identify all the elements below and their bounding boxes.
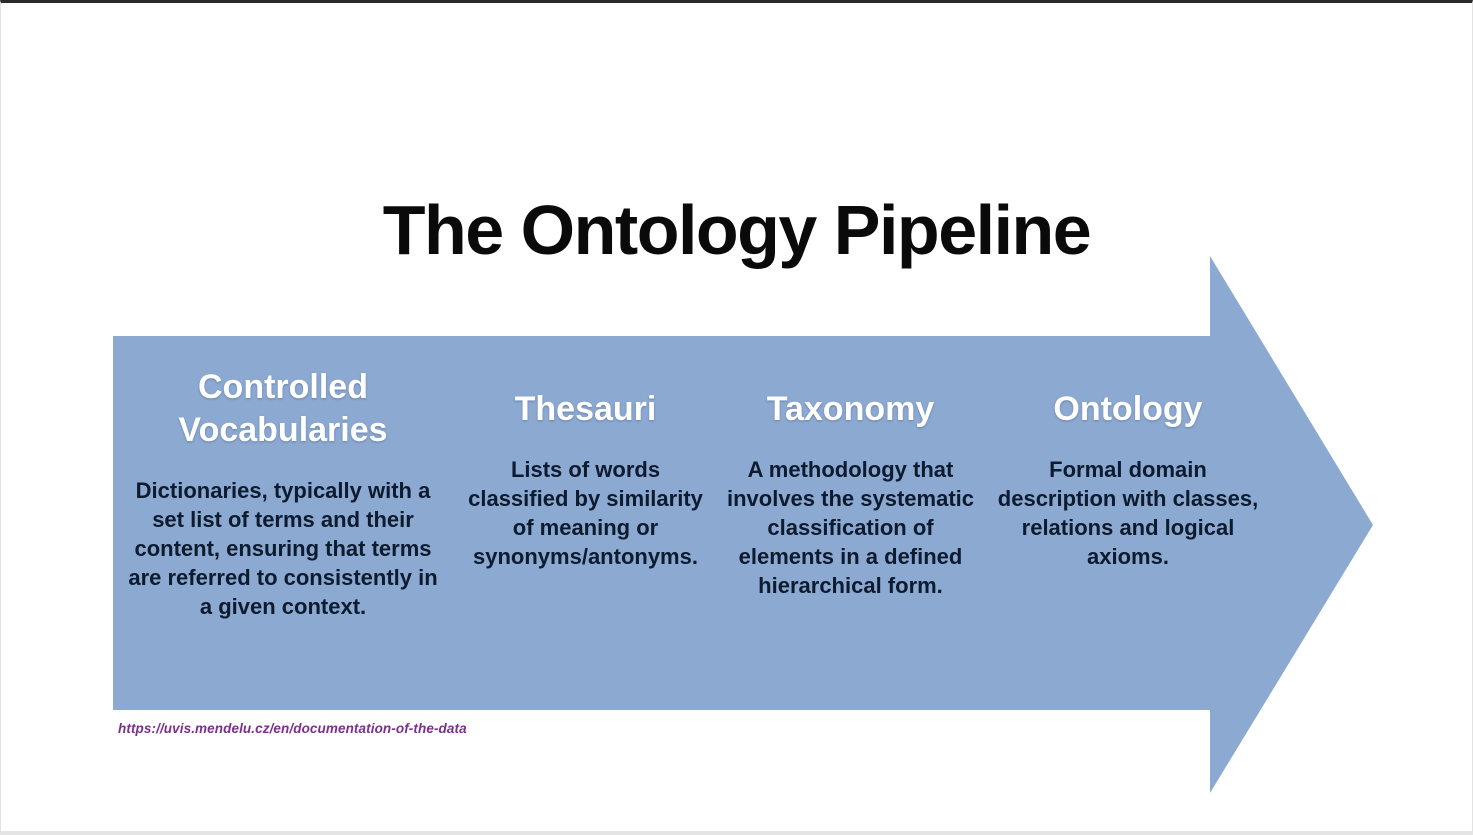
stage-heading: Controlled Vocabularies: [178, 368, 388, 449]
stage-heading: Thesauri: [514, 390, 657, 428]
stage-heading: Taxonomy: [766, 390, 935, 428]
page-title: The Ontology Pipeline: [382, 191, 1092, 269]
stage-controlled-vocabularies: Controlled Vocabularies Dictionaries, ty…: [113, 336, 453, 710]
source-url-link[interactable]: https://uvis.mendelu.cz/en/documentation…: [118, 721, 467, 736]
stage-heading: Ontology: [1053, 390, 1203, 428]
stage-description: A methodology that involves the systemat…: [726, 457, 974, 598]
stage-description: Dictionaries, typically with a set list …: [128, 478, 438, 619]
stage-description: Formal domain description with classes, …: [997, 457, 1259, 569]
pipeline-stages: Controlled Vocabularies Dictionaries, ty…: [113, 336, 1273, 710]
stage-thesauri: Thesauri Lists of words classified by si…: [453, 336, 718, 710]
stage-ontology: Ontology Formal domain description with …: [983, 336, 1273, 710]
stage-description: Lists of words classified by similarity …: [468, 457, 703, 569]
stage-taxonomy: Taxonomy A methodology that involves the…: [718, 336, 983, 710]
